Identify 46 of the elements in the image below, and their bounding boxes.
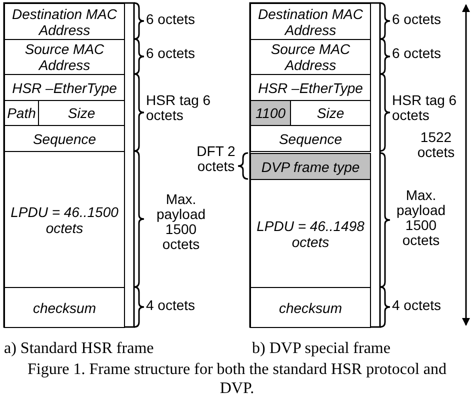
field-label: Sequence (278, 130, 342, 146)
field-label: Source MAC Address (24, 41, 106, 73)
size-label: 6 octets (146, 46, 196, 61)
field-label: DVP frame type (261, 158, 360, 174)
field-label: HSR –EtherType (258, 80, 363, 96)
size-label: 4 octets (392, 298, 442, 313)
field-label: Source MAC Address (270, 41, 352, 73)
size-label: HSR tag 6 octets (146, 93, 212, 123)
size-label: 6 octets (392, 12, 442, 27)
field-label: Destination MAC Address (256, 6, 364, 38)
field-box (4, 3, 125, 40)
field-box (250, 100, 291, 126)
size-label: 4 octets (146, 298, 196, 313)
size-label: Max. payload 1500 octets (155, 192, 207, 252)
field-box (250, 179, 371, 288)
field-label: Destination MAC Address (10, 6, 118, 38)
size-label: DFT 2 octets (196, 144, 236, 174)
field-box (250, 153, 371, 180)
size-label: Max. payload 1500 octets (395, 188, 447, 248)
field-label: Size (316, 105, 344, 121)
field-label: checksum (278, 300, 342, 316)
size-label: 6 octets (146, 12, 196, 27)
subfigure-caption: b) DVP special frame (252, 340, 392, 358)
field-box (4, 287, 125, 328)
field-box (250, 74, 371, 101)
field-box (250, 3, 371, 40)
subfigure-caption: a) Standard HSR frame (4, 340, 155, 358)
field-label: LPDU = 46..1498 octets (256, 218, 366, 250)
field-label: 1100 (255, 105, 286, 121)
field-label: HSR –EtherType (12, 80, 117, 96)
size-label: 6 octets (392, 46, 442, 61)
size-label: 1522 octets (416, 130, 456, 160)
size-label: HSR tag 6 octets (392, 93, 458, 123)
field-box (4, 74, 125, 101)
field-label: LPDU = 46..1500 octets (10, 204, 120, 236)
field-label: Size (68, 105, 96, 121)
field-label: checksum (32, 300, 96, 316)
field-box (250, 39, 371, 75)
field-box (4, 151, 125, 288)
field-box (250, 125, 371, 152)
field-label: Path (7, 105, 36, 121)
figure-caption: Figure 1. Frame structure for both the standard HSR protocol and DVP. (26, 360, 448, 398)
field-box (250, 287, 371, 328)
field-box (4, 125, 125, 152)
field-label: Sequence (32, 130, 96, 146)
field-box (4, 39, 125, 75)
